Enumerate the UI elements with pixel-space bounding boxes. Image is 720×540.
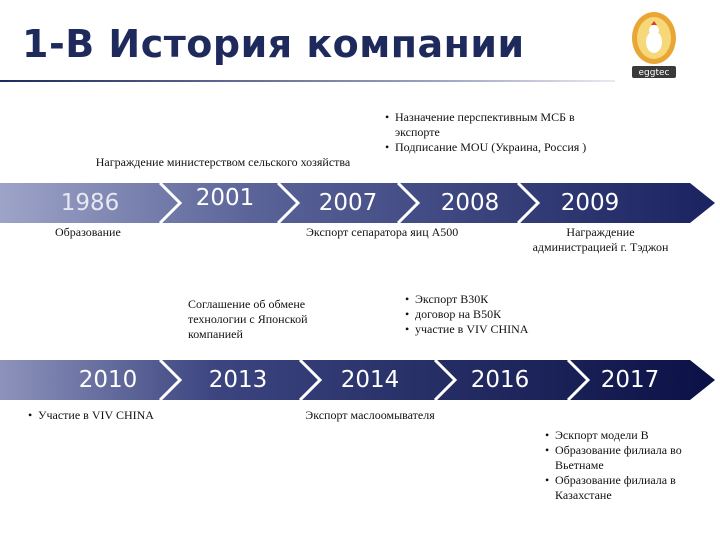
year-2001: 2001	[195, 185, 255, 211]
note-2007: Экспорт сепаратора яиц А500	[306, 225, 459, 239]
timeline-band-1-shapes	[0, 183, 715, 223]
note-1986: Образование	[55, 225, 121, 239]
logo-text: eggtec	[639, 68, 670, 78]
note-2014-bottom: Экспорт маслоомывателя	[305, 408, 435, 422]
note-2014-item: Экспорт В30К	[405, 292, 585, 307]
note-2017-item: Эскпорт модели В	[545, 428, 717, 443]
timeline-band-1: 1986 2001 2007 2008 2009	[0, 183, 720, 223]
note-2009: Награждение администрацией г. Тэджон	[532, 225, 669, 254]
note-2010: Участие в VIV CHINA	[28, 408, 158, 423]
note-2014-item: участие в VIV CHINA	[405, 322, 585, 337]
note-2014-top: Экспорт В30К договор на В50К участие в V…	[405, 292, 585, 337]
note-2013: Соглашение об обмене технологии с Японск…	[188, 297, 308, 341]
year-2008: 2008	[440, 190, 500, 216]
note-2008-top: Назначение перспективным МСБ в экспорте …	[385, 110, 600, 155]
year-2016: 2016	[470, 367, 530, 393]
note-2017-item: Образование филиала в Казахстане	[545, 473, 717, 503]
page-title: 1-В История компании	[22, 22, 525, 66]
note-2017-item: Образование филиала во Вьетнаме	[545, 443, 717, 473]
timeline-band-2: 2010 2013 2014 2016 2017	[0, 360, 720, 400]
year-2009: 2009	[560, 190, 620, 216]
note-2017: Эскпорт модели В Образование филиала во …	[545, 428, 717, 503]
year-2017: 2017	[600, 367, 660, 393]
note-2008-item: Назначение перспективным МСБ в экспорте	[385, 110, 600, 140]
year-2007: 2007	[318, 190, 378, 216]
year-1986: 1986	[60, 190, 120, 216]
year-2010: 2010	[78, 367, 138, 393]
note-2010-item: Участие в VIV CHINA	[28, 408, 158, 423]
title-underline	[0, 80, 615, 82]
note-2014-item: договор на В50К	[405, 307, 585, 322]
year-2014: 2014	[340, 367, 400, 393]
note-2008-item: Подписание MOU (Украина, Россия )	[385, 140, 600, 155]
timeline-band-2-shapes	[0, 360, 715, 400]
note-2001-award: Награждение министерством сельского хозя…	[95, 155, 351, 169]
company-logo: eggtec	[620, 8, 688, 80]
year-2013: 2013	[208, 367, 268, 393]
